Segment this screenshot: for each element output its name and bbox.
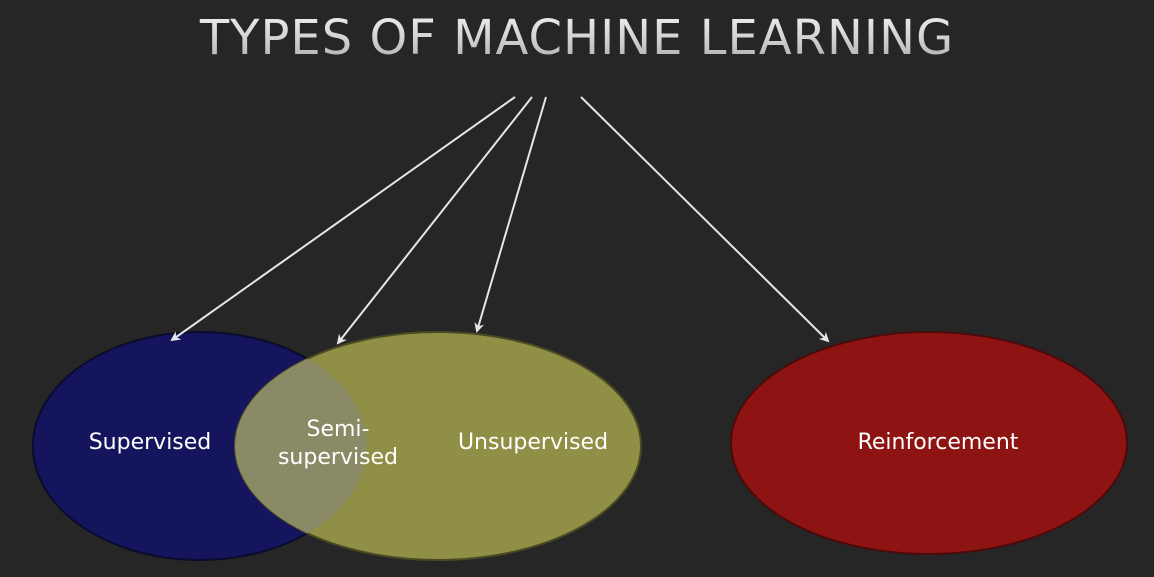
arrow-to-supervised	[170, 96, 516, 342]
arrow-to-unsupervised	[474, 96, 547, 333]
slide-title: TYPES OF MACHINE LEARNING	[0, 10, 1154, 66]
arrow-to-semi-supervised	[336, 96, 533, 345]
supervised-label: Supervised	[88, 430, 212, 455]
semi-supervised-overlap	[235, 332, 367, 560]
reinforcement-label: Reinforcement	[857, 430, 1019, 455]
unsupervised-label: Unsupervised	[457, 430, 609, 455]
arrow-to-reinforcement	[580, 96, 830, 343]
reinforcement-ellipse	[730, 331, 1128, 555]
semi-supervised-label: Semi- supervised	[277, 417, 399, 470]
